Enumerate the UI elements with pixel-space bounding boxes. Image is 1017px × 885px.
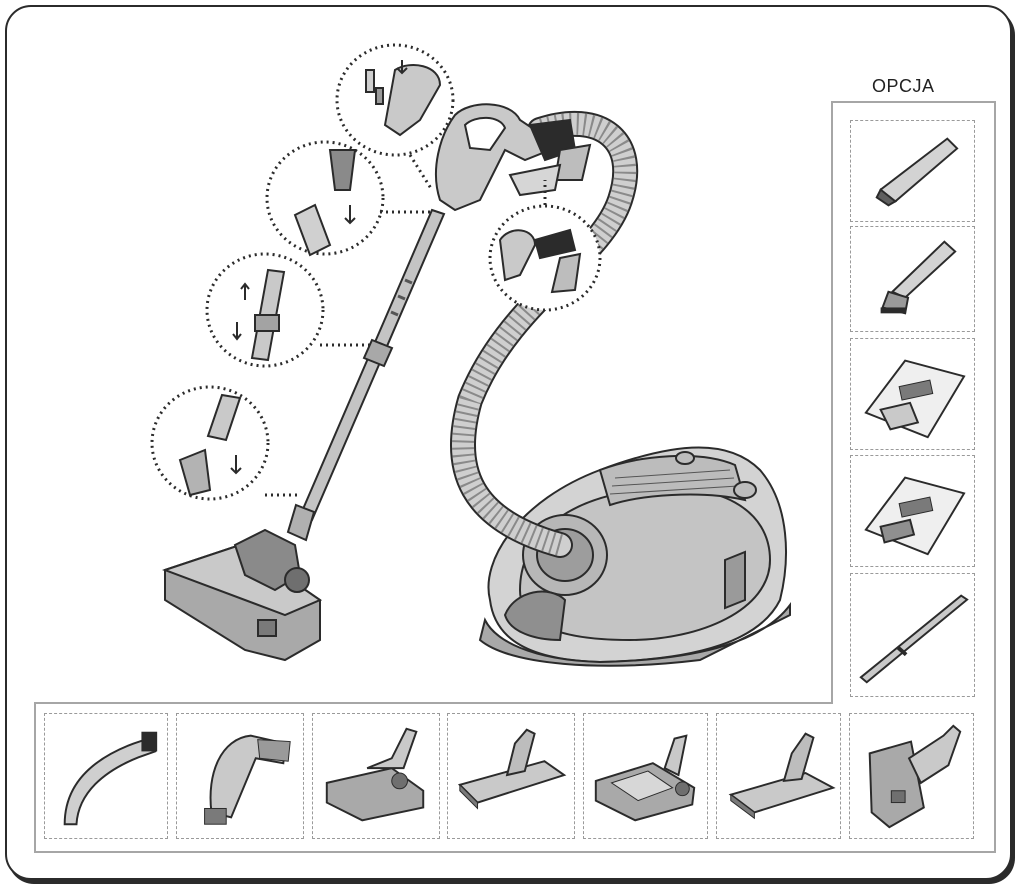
hose-handle-battery-callout-icon (365, 60, 442, 137)
option-panel-outline (34, 101, 996, 853)
telescopic-pipe-icon (859, 594, 969, 684)
option-cell-dust-bag-crevice (850, 338, 975, 450)
option-label: OPCJA (872, 76, 935, 96)
power-brush-icon (594, 734, 696, 822)
option-cell-dusting-brush (850, 226, 975, 332)
accessory-cell-floor-nozzle (716, 713, 841, 839)
option-cell-crevice-tool (850, 120, 975, 222)
dust-bag-crevice-icon (864, 359, 966, 439)
telescopic-pipe (286, 208, 446, 542)
combi-nozzle-icon (868, 724, 962, 829)
curved-hose-handle-icon (63, 731, 158, 826)
option-cell-dust-bag-brush (850, 455, 975, 567)
floor-nozzle-icon (728, 732, 836, 820)
hose-handle (434, 103, 592, 212)
hose-handle-grip-icon (204, 734, 291, 825)
parquet-brush-icon (457, 728, 567, 810)
crevice-tool-icon (875, 137, 959, 207)
telescopic-adjust-callout-icon (232, 268, 286, 362)
accessory-cell-combi-nozzle (849, 713, 974, 839)
accessory-cell-curved-hose (44, 713, 168, 839)
turbo-brush-icon (325, 727, 425, 822)
callout-leaders (265, 154, 547, 497)
dust-bag-brush-icon (864, 476, 966, 556)
accessory-cell-parquet-brush (447, 713, 575, 839)
option-cell-telescopic-pipe (850, 573, 975, 697)
vacuum-body (478, 446, 791, 667)
nozzle-connect-callout-icon (178, 393, 242, 497)
pipe-connect-callout-icon (293, 149, 357, 257)
accessory-clip-callout-icon (498, 228, 582, 294)
floor-nozzle (162, 528, 323, 662)
accessory-cell-power-brush (583, 713, 708, 839)
accessory-cell-turbo-brush (312, 713, 440, 839)
dusting-brush-icon (880, 240, 957, 315)
accessory-cell-hose-handle (176, 713, 304, 839)
